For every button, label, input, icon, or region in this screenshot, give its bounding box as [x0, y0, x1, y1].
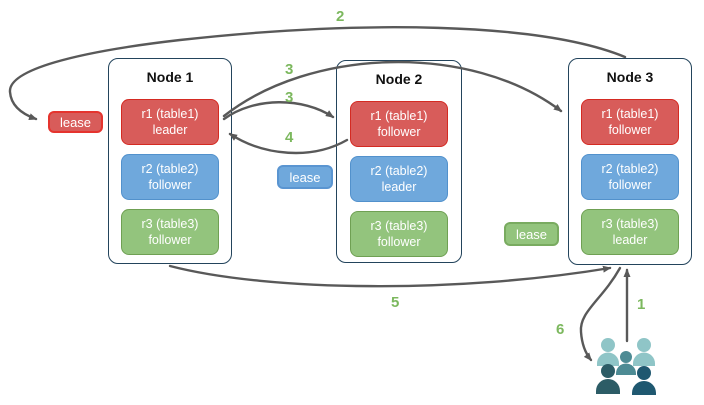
replica-r2-table2: r2 (table2) leader — [350, 156, 448, 202]
node-2-panel: Node 2 r1 (table1) follower r2 (table2) … — [336, 60, 462, 263]
person-icon — [632, 366, 656, 395]
step-label-6: 6 — [556, 321, 565, 338]
node-title: Node 1 — [146, 69, 194, 85]
replica-role-label: follower — [608, 123, 652, 137]
replica-role-label: leader — [152, 123, 188, 137]
replica-range-label: r3 (table3) — [601, 216, 659, 231]
person-icon — [633, 338, 655, 366]
replica-range-label: r3 (table3) — [141, 216, 199, 231]
arrow-step-3-to-node2 — [222, 101, 335, 121]
replica-range-label: r1 (table1) — [370, 108, 428, 123]
person-icon — [597, 338, 619, 366]
replica-r2-table2: r2 (table2) follower — [121, 154, 219, 200]
replica-range-label: r2 (table2) — [370, 163, 428, 178]
replica-range-label: r3 (table3) — [370, 218, 428, 233]
replica-role-label: follower — [608, 178, 652, 192]
replica-role-label: leader — [381, 180, 417, 194]
arrow-step-5 — [168, 264, 612, 288]
replica-role-label: follower — [148, 178, 192, 192]
replica-r1-table1: r1 (table1) follower — [581, 99, 679, 145]
replica-r3-table3: r3 (table3) follower — [350, 211, 448, 257]
lease-badge-table2: lease — [277, 165, 333, 189]
users-icon — [596, 338, 656, 395]
person-icon — [596, 364, 620, 394]
lease-badge-table3: lease — [504, 222, 559, 246]
node-3-panel: Node 3 r1 (table1) follower r2 (table2) … — [568, 58, 692, 265]
arrow-step-6 — [579, 266, 622, 362]
lease-badge-table1: lease — [48, 111, 103, 133]
replica-r1-table1: r1 (table1) follower — [350, 101, 448, 147]
replica-r3-table3: r3 (table3) follower — [121, 209, 219, 255]
replica-r2-table2: r2 (table2) follower — [581, 154, 679, 200]
replica-range-label: r2 (table2) — [601, 161, 659, 176]
node-title: Node 3 — [606, 69, 654, 85]
step-label-2: 2 — [336, 8, 345, 25]
arrow-step-2 — [8, 26, 627, 121]
replica-role-label: follower — [377, 235, 421, 249]
node-title: Node 2 — [375, 71, 423, 87]
node-1-panel: Node 1 r1 (table1) leader r2 (table2) fo… — [108, 58, 232, 264]
step-label-3a: 3 — [285, 61, 294, 78]
replica-range-label: r1 (table1) — [141, 106, 199, 121]
step-label-1: 1 — [637, 296, 646, 313]
person-icon — [616, 351, 636, 375]
step-label-5: 5 — [391, 294, 400, 311]
replica-range-label: r1 (table1) — [601, 106, 659, 121]
replica-role-label: follower — [377, 125, 421, 139]
replica-range-label: r2 (table2) — [141, 161, 199, 176]
replica-r1-table1: r1 (table1) leader — [121, 99, 219, 145]
replica-r3-table3: r3 (table3) leader — [581, 209, 679, 255]
step-label-3b: 3 — [285, 89, 294, 106]
replica-role-label: follower — [148, 233, 192, 247]
step-label-4: 4 — [285, 129, 294, 146]
replica-role-label: leader — [612, 233, 648, 247]
